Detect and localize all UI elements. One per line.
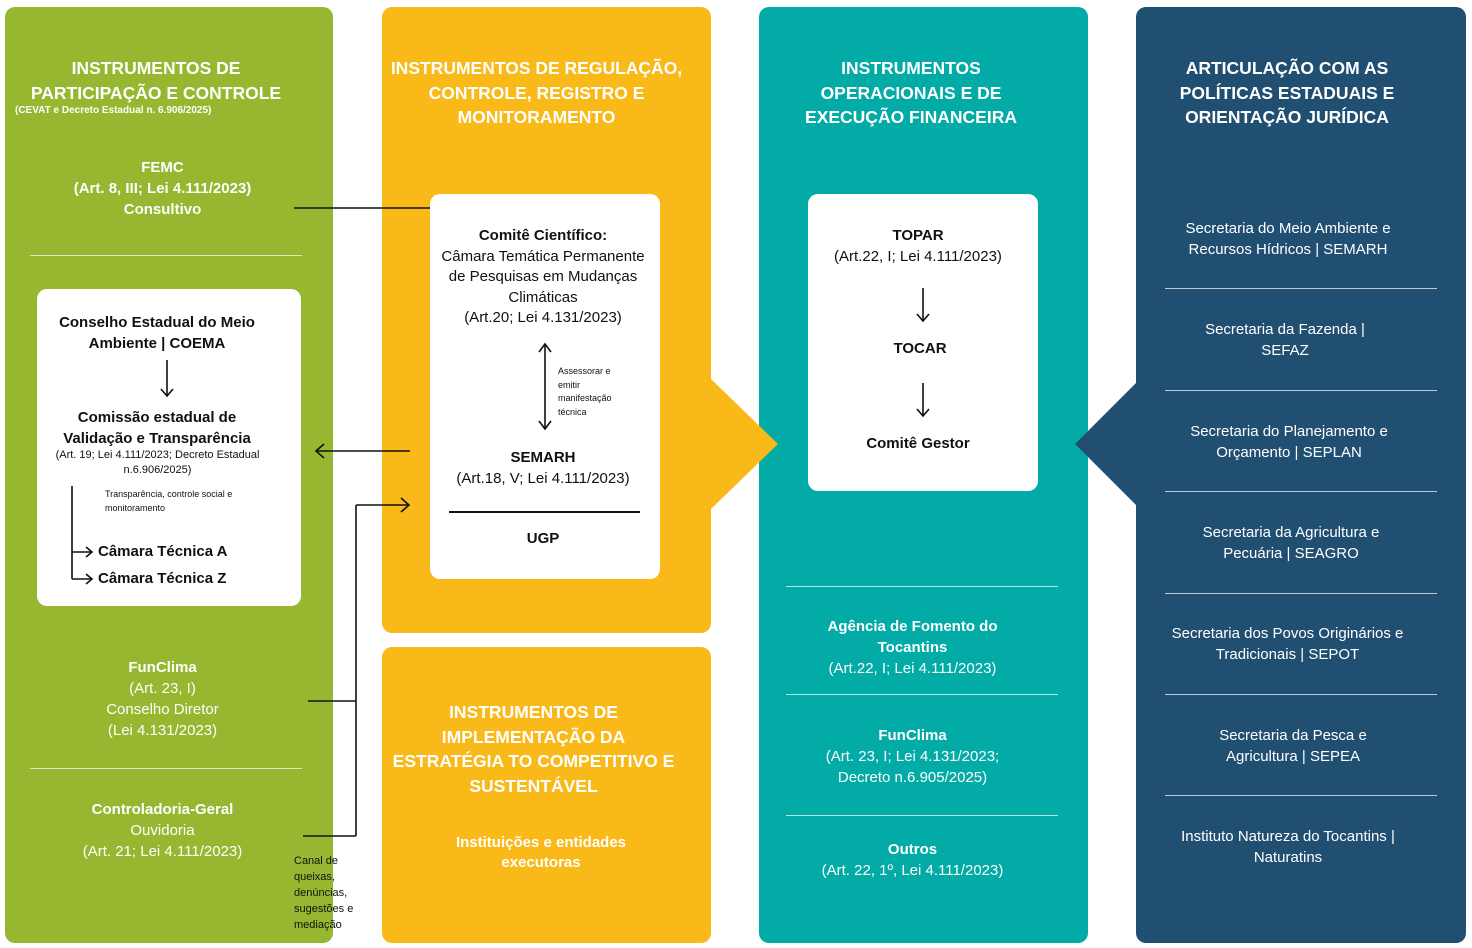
divider [1165, 491, 1437, 492]
col4-title: ARTICULAÇÃO COM AS POLÍTICAS ESTADUAIS E… [1179, 58, 1395, 127]
secretaria-item: Instituto Natureza do Tocantins | Natura… [1181, 828, 1395, 866]
outros-block: Outros (Art. 22, 1º, Lei 4.111/2023) [805, 839, 1020, 881]
outros-name: Outros [887, 841, 938, 858]
ugp-divider [449, 511, 640, 513]
camara-tecnica-z: Câmara Técnica Z [98, 570, 227, 587]
semarh-name: SEMARH [510, 449, 576, 466]
divider [1165, 694, 1437, 695]
femc-block: FEMC (Art. 8, III; Lei 4.111/2023) Consu… [40, 157, 285, 220]
articulation-column [1136, 7, 1466, 943]
secretaria-item: Secretaria do Planejamento e Orçamento |… [1190, 423, 1388, 461]
camara-tecnica-a: Câmara Técnica A [98, 543, 228, 560]
impl-body: Instituições e entidades executoras [455, 834, 627, 871]
funclima-block: FunClima (Art. 23, I) Conselho Diretor (… [40, 657, 285, 741]
comite-law: (Art.20; Lei 4.131/2023) [464, 309, 622, 326]
tocar: TOCAR [893, 340, 947, 357]
secretaria-item: Secretaria dos Povos Originários e Tradi… [1171, 625, 1404, 663]
divider [1165, 593, 1437, 594]
funclima3-name: FunClima [878, 727, 947, 744]
secretaria-item: Secretaria da Pesca e Agricultura | SEPE… [1219, 727, 1367, 765]
funclima-law: (Lei 4.131/2023) [107, 722, 218, 739]
divider [786, 586, 1058, 587]
divider [30, 768, 302, 769]
funclima3-block: FunClima (Art. 23, I; Lei 4.131/2023; De… [810, 725, 1015, 788]
ugp: UGP [526, 530, 560, 547]
comissao: Comissão estadual de Validação e Transpa… [63, 409, 251, 447]
divider [786, 694, 1058, 695]
divider [786, 815, 1058, 816]
comite-gestor: Comitê Gestor [866, 435, 970, 452]
comissao-law: (Art. 19; Lei 4.111/2023; Decreto Estadu… [55, 449, 260, 476]
funclima-name: FunClima [128, 659, 197, 676]
agencia-block: Agência de Fomento do Tocantins (Art.22,… [815, 616, 1010, 679]
agencia-law: (Art.22, I; Lei 4.111/2023) [828, 660, 997, 677]
col1-title: INSTRUMENTOS DE PARTICIPAÇÃO E CONTROLE [30, 58, 282, 103]
coema: Conselho Estadual do Meio Ambiente | COE… [59, 314, 255, 352]
comite-block: Comitê Científico: Câmara Temática Perma… [436, 226, 650, 329]
femc-name: FEMC [141, 159, 184, 176]
comite-body: Câmara Temática Permanente de Pesquisas … [441, 247, 645, 306]
impl-title: INSTRUMENTOS DE IMPLEMENTAÇÃO DA ESTRATÉ… [392, 702, 675, 796]
assessorar-label: Assessorar e emitir manifestação técnica [558, 366, 612, 417]
controladoria-name: Controladoria-Geral [91, 801, 234, 818]
divider [1165, 795, 1437, 796]
secretaria-item: Secretaria da Fazenda | SEFAZ [1205, 321, 1365, 359]
implementation-column [382, 647, 711, 943]
blue-chevron-icon [1075, 382, 1137, 506]
ouvidoria: Ouvidoria [130, 822, 195, 839]
funclima3-law: (Art. 23, I; Lei 4.131/2023; Decreto n.6… [825, 748, 1000, 786]
canal-label: Canal de queixas, denúncias, sugestões e… [294, 855, 354, 931]
funclima-art: (Art. 23, I) [129, 680, 196, 697]
col1-subtitle: (CEVAT e Decreto Estadual n. 6.906/2025) [15, 105, 212, 116]
topar-block: TOPAR (Art.22, I; Lei 4.111/2023) [812, 226, 1024, 267]
topar-law: (Art.22, I; Lei 4.111/2023) [834, 247, 1002, 265]
semarh-law: (Art.18, V; Lei 4.111/2023) [456, 469, 630, 487]
topar: TOPAR [892, 227, 944, 244]
agencia-name: Agência de Fomento do Tocantins [827, 618, 998, 656]
divider [30, 255, 302, 256]
coema-box [37, 289, 301, 606]
divider [1165, 390, 1437, 391]
outros-law: (Art. 22, 1º, Lei 4.111/2023) [821, 862, 1004, 879]
col2-title: INSTRUMENTOS DE REGULAÇÃO, CONTROLE, REG… [390, 58, 683, 127]
comite-title: Comitê Científico: [478, 227, 608, 244]
secretaria-item: Secretaria do Meio Ambiente e Recursos H… [1185, 220, 1391, 258]
col3-title: INSTRUMENTOS OPERACIONAIS E DE EXECUÇÃO … [805, 58, 1017, 127]
femc-role: Consultivo [123, 201, 202, 218]
topar-box [808, 194, 1038, 491]
semarh-block: SEMARH (Art.18, V; Lei 4.111/2023) [436, 448, 650, 489]
divider [1165, 288, 1437, 289]
controladoria-block: Controladoria-Geral Ouvidoria (Art. 21; … [40, 799, 285, 862]
controladoria-law: (Art. 21; Lei 4.111/2023) [82, 843, 243, 860]
yellow-chevron-icon [710, 378, 778, 510]
secretaria-item: Secretaria da Agricultura e Pecuária | S… [1202, 524, 1380, 562]
femc-law: (Art. 8, III; Lei 4.111/2023) [73, 180, 252, 197]
transparencia-label: Transparência, controle social e monitor… [105, 489, 233, 513]
funclima-role: Conselho Diretor [106, 701, 219, 718]
